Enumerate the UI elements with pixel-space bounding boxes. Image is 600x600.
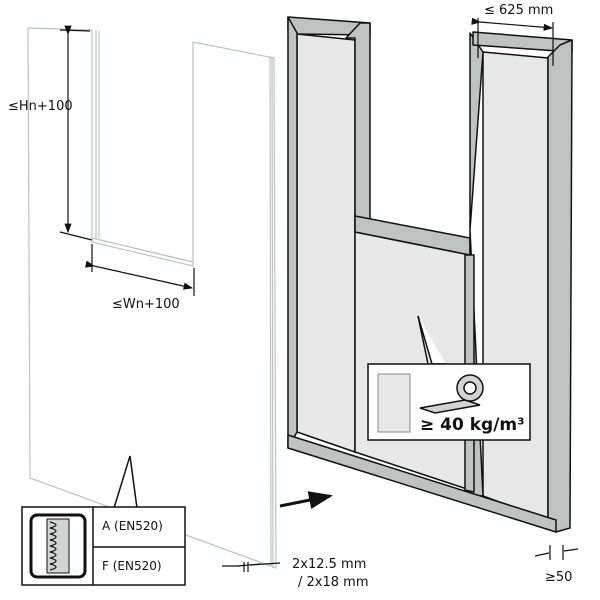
stud-depth-label: ≥50 xyxy=(545,570,573,585)
width-dimension-line xyxy=(85,244,195,296)
fire-class-row-f: F (EN520) xyxy=(102,559,162,573)
board-thickness-line2: / 2x18 mm xyxy=(298,575,369,590)
installation-direction-arrow xyxy=(279,491,333,509)
width-label: ≤Wn+100 xyxy=(112,297,180,312)
stud-spacing-label: ≤ 625 mm xyxy=(484,3,554,18)
metal-stud-frame xyxy=(287,16,573,533)
height-dimension-line xyxy=(59,25,93,241)
insulation-callout xyxy=(367,315,531,441)
fire-class-row-a: A (EN520) xyxy=(102,519,163,533)
insulation-density-label: ≥ 40 kg/m³ xyxy=(420,415,525,435)
mineral-wool-roll-icon xyxy=(419,374,484,414)
stud-spacing-dimension xyxy=(471,17,554,66)
height-label: ≤Hn+100 xyxy=(8,99,73,114)
insulated-wall-section-icon xyxy=(29,513,87,579)
stud-depth-dimension xyxy=(534,545,579,560)
board-thickness-dimension xyxy=(222,562,281,572)
fire-rating-callout xyxy=(21,455,186,586)
board-thickness-line1: 2x12.5 mm xyxy=(292,557,367,572)
